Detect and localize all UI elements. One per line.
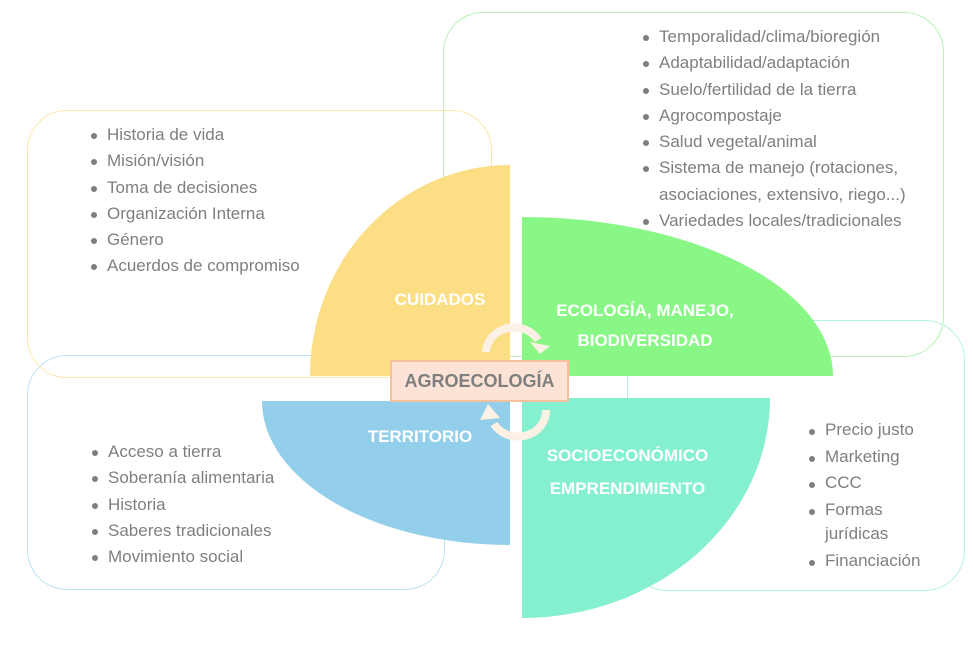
list-item: Saberes tradicionales [92,518,274,544]
list-item: Adaptabilidad/adaptación [643,50,943,76]
list-item: Historia de vida [91,122,300,148]
list-item: Misión/visión [91,148,300,174]
list-item: Acceso a tierra [92,439,274,465]
list-item: Financiación [809,549,939,574]
territorio-list: Acceso a tierra Soberanía alimentaria Hi… [92,439,274,570]
list-item: Marketing [809,445,939,470]
cuidados-label: CUIDADOS [394,290,486,309]
ecologia-label-line1: ECOLOGÍA, MANEJO, [556,301,734,320]
list-item: Organización Interna [91,201,300,227]
list-item: CCC [809,471,939,496]
list-item: Movimiento social [92,544,274,570]
list-item: Temporalidad/clima/bioregión [643,24,943,50]
list-item: Agrocompostaje [643,103,943,129]
list-item: Toma de decisiones [91,175,300,201]
list-item: Variedades locales/tradicionales [643,208,943,234]
ecologia-label: ECOLOGÍA, MANEJO, BIODIVERSIDAD [535,296,755,356]
list-item: Acuerdos de compromiso [91,253,300,279]
list-item: Formas jurídicas [809,498,915,547]
list-item: Historia [92,492,274,518]
territorio-label: TERRITORIO [367,427,473,446]
socioeconomico-label-line2: EMPRENDIMIENTO [549,479,706,498]
ecologia-list: Temporalidad/clima/bioregión Adaptabilid… [643,24,943,234]
territorio-quadrant [262,401,510,545]
socioeconomico-list: Precio justo Marketing CCC Formas jurídi… [809,418,939,573]
center-agroecologia: AGROECOLOGÍA [390,360,569,402]
list-item: Salud vegetal/animal [643,129,943,155]
socioeconomico-label-line1: SOCIOECONÓMICO [546,446,709,465]
list-item: Soberanía alimentaria [92,465,274,491]
ecologia-label-line2: BIODIVERSIDAD [577,331,713,350]
cycle-arrow-bottom-icon [480,404,551,441]
list-item: Género [91,227,300,253]
socioeconomico-label: SOCIOECONÓMICO EMPRENDIMIENTO [525,439,730,505]
socioeconomico-quadrant [522,398,770,618]
cycle-arrow-top-icon [482,323,550,354]
list-item: Sistema de manejo (rotaciones, asociacio… [643,155,929,208]
cuidados-quadrant [310,165,510,376]
list-item: Suelo/fertilidad de la tierra [643,77,943,103]
list-item: Precio justo [809,418,939,443]
cuidados-list: Historia de vida Misión/visión Toma de d… [91,122,300,280]
ecologia-quadrant [522,217,833,376]
